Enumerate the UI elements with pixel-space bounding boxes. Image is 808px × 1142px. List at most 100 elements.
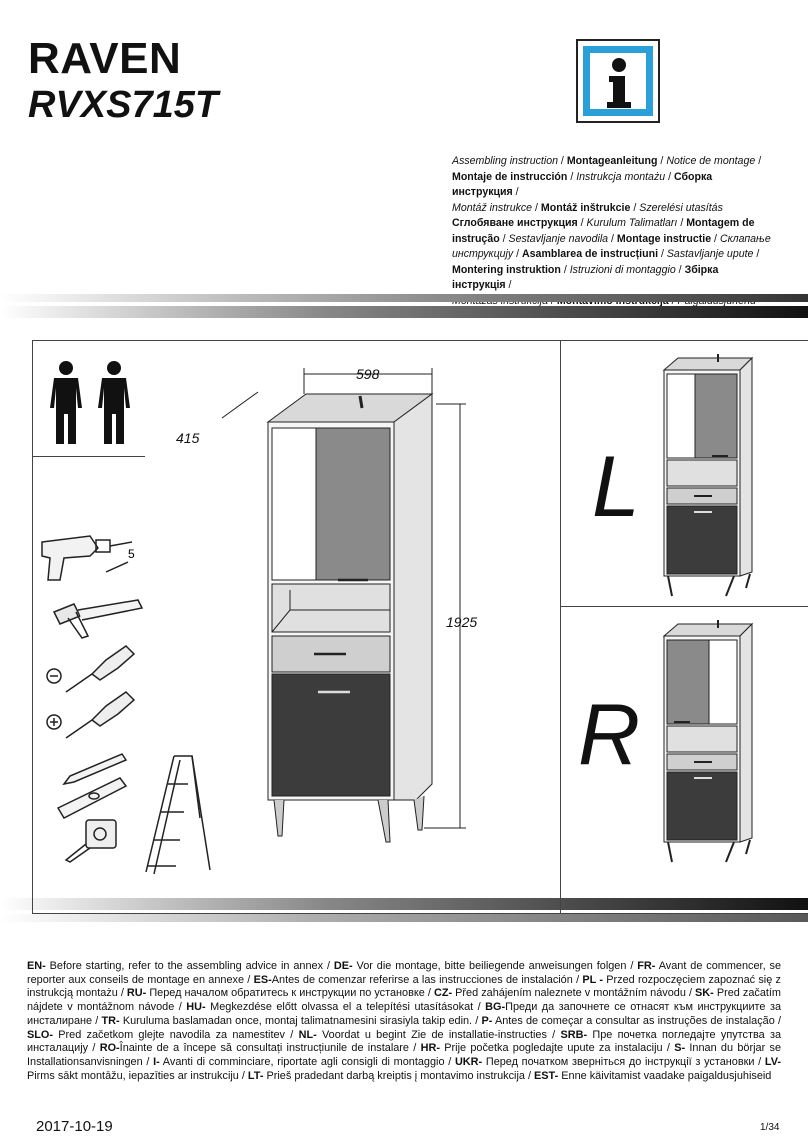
phillips-screwdriver-icon xyxy=(46,691,136,739)
languages-segment: / xyxy=(657,155,667,167)
hammer-icon xyxy=(52,599,144,639)
notice-segment: Enne käivitamist vaadake paigaldusjuhise… xyxy=(558,1069,772,1082)
notice-segment: ES- xyxy=(253,973,272,986)
languages-segment: Sastavljanje upute xyxy=(666,248,754,260)
notice-segment: SRB- xyxy=(560,1028,588,1041)
languages-segment: / xyxy=(499,232,509,245)
notice-segment: TR- xyxy=(101,1014,120,1027)
languages-segment: / xyxy=(675,263,685,276)
persons-divider xyxy=(32,456,145,457)
languages-segment: Sestavljanje navodila xyxy=(508,232,609,245)
languages-segment: Montaje de instrucción xyxy=(452,170,568,183)
footer-divider-band xyxy=(0,898,808,922)
languages-segment: Збірка інструкція xyxy=(452,263,719,292)
notice-segment: Voordat u begint Zie de installatie-inst… xyxy=(316,1028,561,1041)
notice-segment: S- xyxy=(674,1042,686,1055)
notice-segment: Antes de comenzar referirse a las instru… xyxy=(271,973,583,986)
notice-segment: Перед початком зверніться до інструкції … xyxy=(482,1055,765,1068)
drill-bit-size: 5 xyxy=(128,547,135,561)
dimension-depth: 415 xyxy=(176,430,200,446)
notice-segment: Avanti di comminciare, riportate agli co… xyxy=(159,1055,455,1068)
languages-segment: / xyxy=(505,279,512,291)
notice-segment: Înainte de a începe să consultați instru… xyxy=(119,1042,421,1055)
notice-segment: Antes de começar a consultar as instruçõ… xyxy=(492,1014,781,1027)
languages-segment: Kurulum Talimatları xyxy=(586,217,678,229)
notice-segment: Before starting, refer to the assembling… xyxy=(45,960,334,972)
flat-screwdriver-icon xyxy=(46,645,136,693)
languages-segment: Montageanleitung xyxy=(566,155,658,167)
notice-segment: FR- xyxy=(637,960,656,972)
frame-vertical-divider xyxy=(560,340,561,913)
notice-segment: UKR- xyxy=(454,1055,483,1068)
notice-segment: NL- xyxy=(298,1028,317,1041)
languages-segment: / xyxy=(630,201,640,214)
notice-segment: P- xyxy=(481,1014,493,1027)
notice-segment: Kuruluma baslamadan once, montaj talimat… xyxy=(119,1014,482,1027)
ladder-icon xyxy=(145,755,211,875)
languages-segment: / xyxy=(567,170,577,183)
languages-segment: Montáž instrukce xyxy=(452,201,533,214)
dimension-width: 598 xyxy=(356,366,380,382)
notice-segment: Преди да започнете се отнасят към инстру… xyxy=(27,1001,781,1027)
notice-segment: HR- xyxy=(420,1042,440,1055)
notice-segment: DE- xyxy=(333,960,353,972)
notice-segment: SLO- xyxy=(27,1028,54,1041)
languages-segment: / xyxy=(513,248,523,260)
languages-segment: Notice de montage xyxy=(666,155,756,167)
notice-segment: Pred začatím nájdete v montážnom návode … xyxy=(27,987,781,1014)
document-date: 2017-10-19 xyxy=(36,1118,113,1135)
assembly-notice: EN- Before starting, refer to the assemb… xyxy=(27,960,781,1083)
notice-segment: Vor die montage, bitte beiliegende anwei… xyxy=(352,960,638,972)
languages-segment: Szerelési utasítás xyxy=(639,201,723,214)
languages-segment: Istruzioni di montaggio xyxy=(569,263,676,276)
languages-segment: Montagem de xyxy=(686,217,755,229)
languages-segment: / xyxy=(711,232,720,245)
languages-segment: / xyxy=(755,155,762,167)
language-list: Assembling instruction / Montageanleitun… xyxy=(452,154,772,309)
languages-segment: / xyxy=(677,217,687,229)
notice-segment: HU- xyxy=(186,1001,206,1014)
notice-segment: Перед началом обратитесь к инструкции по… xyxy=(146,987,434,1000)
notice-segment: EN- xyxy=(27,960,46,972)
illustration-frame xyxy=(32,340,808,914)
notice-segment: Pred začetkom glejte navodila za namesti… xyxy=(53,1028,299,1041)
drill-icon: 5 xyxy=(41,535,135,581)
languages-segment: instrução xyxy=(452,232,500,245)
variant-divider xyxy=(560,606,808,607)
languages-segment: / xyxy=(658,248,667,260)
notice-segment: Pirms sākt montāžu, iepazīties ar instru… xyxy=(27,1069,248,1082)
dimension-height: 1925 xyxy=(446,614,478,630)
notice-segment: Avant de commencer, se reporter aux cons… xyxy=(27,960,781,986)
notice-segment: Przed rozpoczęciem zapoznać się z instru… xyxy=(27,973,781,1000)
cabinet-main-illustration xyxy=(221,368,466,843)
languages-segment: Montering instruktion xyxy=(452,263,561,276)
languages-segment: Montage instructie xyxy=(616,232,712,245)
model-number: RVXS715T xyxy=(28,84,219,126)
notice-segment: SK- xyxy=(695,987,714,1000)
cabinet-right-variant xyxy=(662,620,754,863)
languages-segment: Склапање xyxy=(719,232,771,245)
languages-segment: / xyxy=(560,263,570,276)
notice-segment: LT- xyxy=(247,1069,264,1082)
info-i-icon xyxy=(576,39,660,123)
languages-segment: Montáž inštrukcie xyxy=(540,201,631,214)
languages-segment: инструкцију xyxy=(452,248,514,260)
languages-segment: Asamblarea de instrucțiuni xyxy=(522,248,659,260)
languages-segment: / xyxy=(557,155,567,167)
tape-measure-icon xyxy=(64,819,117,863)
notice-segment: Megkezdése előtt olvassa el a telepítési… xyxy=(205,1001,486,1014)
languages-segment: / xyxy=(577,217,587,229)
notice-segment: Prije početka pogledajte upute za instal… xyxy=(439,1042,675,1055)
page-number: 1/34 xyxy=(760,1122,780,1133)
languages-segment: Instrukcja montażu xyxy=(576,170,666,183)
languages-segment: / xyxy=(608,232,617,245)
notice-segment: I- xyxy=(153,1055,160,1068)
notice-segment: CZ- xyxy=(433,987,453,1000)
languages-segment: / xyxy=(532,201,541,214)
languages-segment: Сборка инструкция xyxy=(452,170,713,199)
notice-segment: Innan du börjar se Installationsanvisnin… xyxy=(27,1042,781,1068)
notice-segment: RO- xyxy=(99,1042,120,1055)
notice-segment: Před zahájením naleznete v montážním náv… xyxy=(452,987,696,1000)
notice-segment: BG- xyxy=(485,1001,506,1014)
notice-segment: RU- xyxy=(126,987,147,1000)
